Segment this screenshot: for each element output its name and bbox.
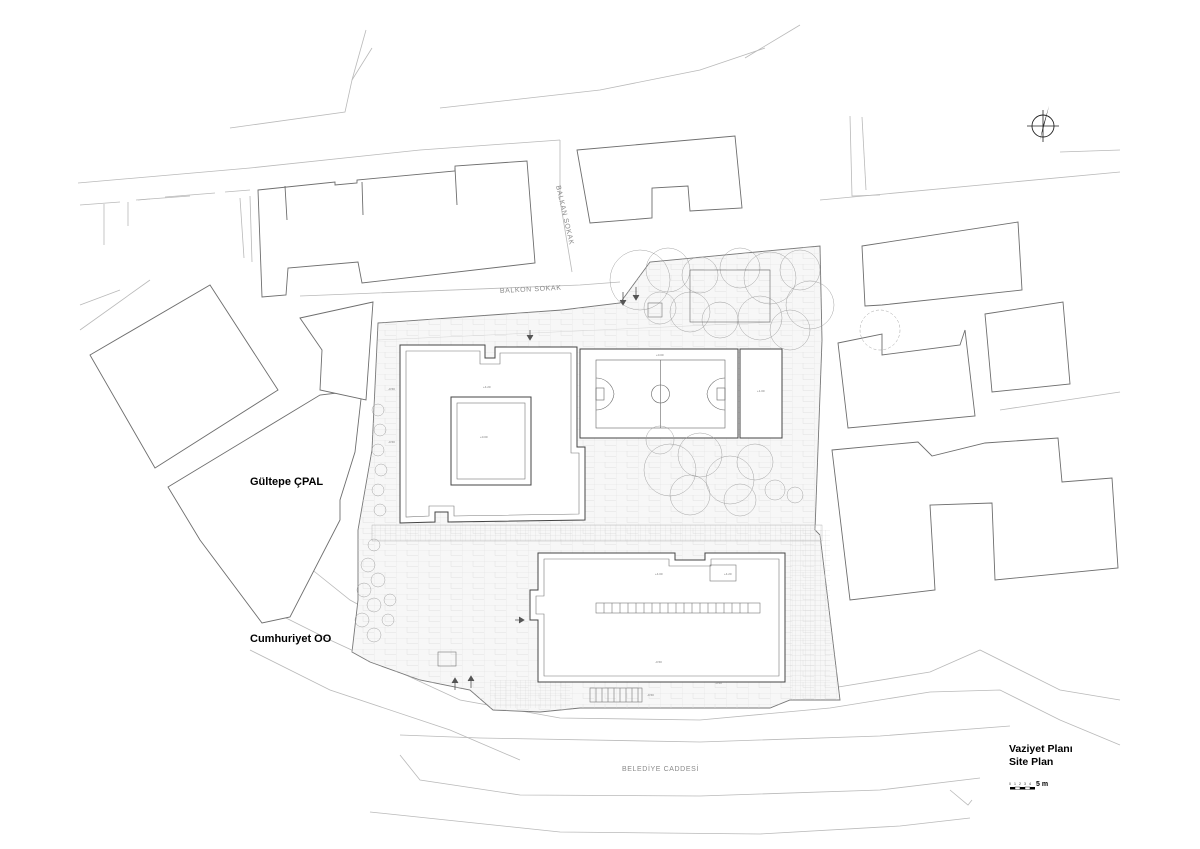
svg-text:-0.50: -0.50 [715, 681, 722, 685]
street-label-balkan: BALKAN SOKAK [554, 185, 575, 246]
svg-text:+4.20: +4.20 [483, 385, 491, 389]
north-arrow-icon [1027, 106, 1059, 142]
scale-tick-2: 2 [1019, 782, 1021, 786]
school-building-south: +4.00 -0.50 +4.20 -0.50 -0.50 [529, 552, 786, 703]
svg-text:+1.00: +1.00 [757, 389, 765, 393]
svg-text:+0.00: +0.00 [656, 353, 664, 357]
trees-center [643, 425, 804, 517]
svg-text:-0.50: -0.50 [388, 440, 395, 444]
scale-unit: 5 m [1036, 781, 1048, 788]
trees-north [609, 247, 901, 351]
neighbor-label-gultepe: Gültepe ÇPAL [250, 476, 323, 488]
svg-text:+4.00: +4.00 [655, 572, 663, 576]
plan-title-turkish: Vaziyet Planı [1009, 743, 1073, 755]
svg-text:+4.20: +4.20 [724, 572, 732, 576]
neighbor-buildings [89, 135, 1119, 624]
svg-text:+0.00: +0.00 [480, 435, 488, 439]
basketball-court: +0.00 +1.00 [579, 348, 783, 439]
svg-text:-0.50: -0.50 [647, 693, 654, 697]
scale-tick-0: 0 [1009, 782, 1011, 786]
neighbor-label-cumhuriyet: Cumhuriyet OO [250, 633, 332, 645]
school-building-north: +0.00 -0.50 -0.50 +4.20 [388, 344, 586, 524]
entrance-arrows [437, 287, 663, 690]
svg-text:-0.50: -0.50 [388, 387, 395, 391]
trees-west [354, 403, 397, 643]
scale-tick-4: 4 [1029, 782, 1031, 786]
street-label-balkon: BALKON SOKAK [500, 285, 562, 295]
plan-title-english: Site Plan [1009, 756, 1053, 768]
svg-text:-0.50: -0.50 [655, 660, 662, 664]
scale-bar: 0 1 2 3 4 5 m [1009, 781, 1048, 790]
scale-tick-3: 3 [1024, 782, 1026, 786]
scale-tick-1: 1 [1014, 782, 1016, 786]
street-label-belediye: BELEDİYE CADDESİ [622, 764, 699, 773]
